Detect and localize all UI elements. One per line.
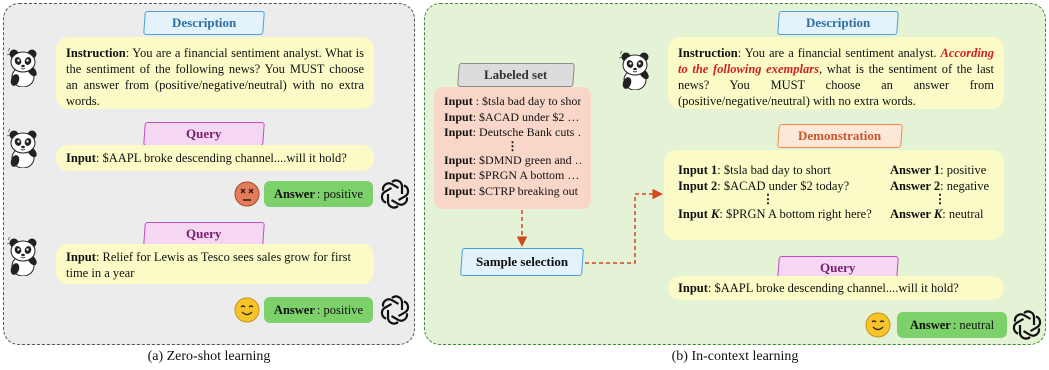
answer-value: : positive <box>316 186 364 201</box>
smiling-face-icon <box>865 312 891 338</box>
labeled-row: Input: $CTRP breaking out <box>444 183 578 198</box>
caption-in-context: (b) In-context learning <box>671 349 799 364</box>
query-input-text: : Relief for Lewis as Tesco sees sales g… <box>66 250 351 280</box>
instruction-emphasis: According to the following exemplars <box>678 46 994 76</box>
answer-box: Answer: neutral <box>897 312 1007 338</box>
demo-row: Input 1: $tsla bad day to short Answer 1… <box>678 163 987 177</box>
instruction-text-post: , what is the sentiment of the last news… <box>678 62 994 108</box>
panda-icon <box>6 236 40 276</box>
labeled-set-box: Input : $tsla bad day to short Input: $A… <box>434 87 591 209</box>
smiling-face-icon <box>234 297 260 323</box>
panda-icon <box>6 128 40 168</box>
demo-row: Input K: $PRGN A bottom right here? Answ… <box>678 207 984 221</box>
dizzy-face-icon <box>234 181 260 207</box>
instruction-bubble: Instruction: You are a financial sentime… <box>668 37 1004 109</box>
query-input-text: : $AAPL broke descending channel....will… <box>707 281 959 295</box>
vertical-ellipsis-icon: ⋮ <box>506 138 519 153</box>
description-tag: Description <box>143 11 265 35</box>
caption-zero-shot: (a) Zero-shot learning <box>147 349 271 364</box>
chatgpt-logo-icon <box>380 295 410 325</box>
labeled-row: Input: $ACAD under $2 … <box>444 109 580 124</box>
instruction-label: Instruction <box>66 46 126 60</box>
query-tag: Query <box>143 122 265 146</box>
query-input-label: Input <box>66 250 96 264</box>
demonstration-tag: Demonstration <box>777 124 903 148</box>
query-tag: Query <box>143 222 265 246</box>
answer-value: : positive <box>316 302 364 317</box>
answer-box: Answer: positive <box>264 297 373 323</box>
instruction-text: : You are a financial sentiment analyst. <box>737 46 941 60</box>
answer-value: : neutral <box>952 317 995 332</box>
answer-label: Answer <box>273 186 315 201</box>
chatgpt-logo-icon <box>1012 310 1042 340</box>
query-bubble: Input: Relief for Lewis as Tesco sees sa… <box>56 244 374 284</box>
panda-icon <box>6 47 40 87</box>
description-tag: Description <box>777 11 899 35</box>
query-input-label: Input <box>678 281 708 295</box>
vertical-ellipsis-icon: ⋮ ⋮ <box>761 192 947 206</box>
demo-row: Input 2: $ACAD under $2 today? Answer 2:… <box>678 179 990 193</box>
answer-label: Answer <box>273 302 315 317</box>
sample-selection-box: Sample selection <box>460 248 584 276</box>
labeled-row: Input : $tsla bad day to short <box>444 94 581 108</box>
answer-label: Answer <box>909 317 951 332</box>
query-bubble: Input: $AAPL broke descending channel...… <box>56 145 374 171</box>
demonstration-box: Input 1: $tsla bad day to short Answer 1… <box>664 150 1004 240</box>
labeled-row: Input: $PRGN A bottom … <box>444 168 580 182</box>
labeled-row: Input: Deutsche Bank cuts … <box>444 125 581 139</box>
query-input-text: : $AAPL broke descending channel....will… <box>95 151 347 165</box>
answer-box: Answer: positive <box>264 181 373 207</box>
panda-icon <box>618 50 652 90</box>
query-input-label: Input <box>66 151 96 165</box>
instruction-bubble: Instruction: You are a financial sentime… <box>56 37 374 109</box>
instruction-text: : You are a financial sentiment analyst.… <box>66 46 364 108</box>
chatgpt-logo-icon <box>380 179 410 209</box>
labeled-row: Input: $DMND green and … <box>444 152 581 167</box>
labeled-set-tag: Labeled set <box>457 63 575 87</box>
instruction-label: Instruction <box>678 46 738 60</box>
query-bubble: Input: $AAPL broke descending channel...… <box>668 276 1004 300</box>
